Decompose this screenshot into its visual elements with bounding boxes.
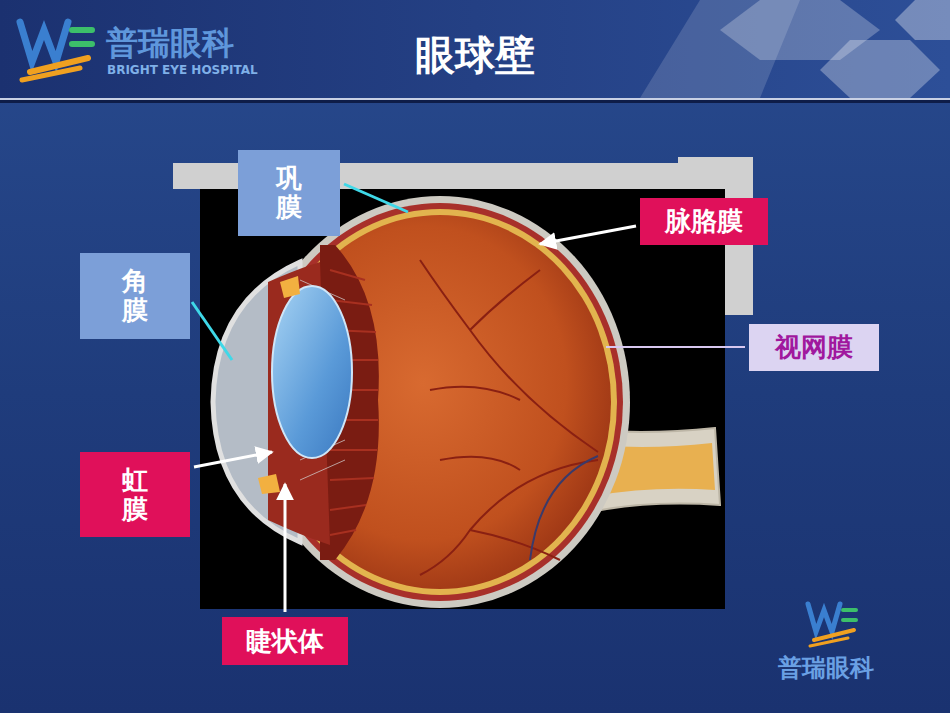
label-text: 角膜 xyxy=(122,267,148,324)
label-text: 脉胳膜 xyxy=(665,204,743,239)
label-text: 睫状体 xyxy=(246,624,324,659)
label-box: 脉胳膜 xyxy=(640,198,768,245)
label-box: 视网膜 xyxy=(749,324,879,371)
logo-icon xyxy=(20,22,92,80)
eye-illustration xyxy=(213,196,720,608)
leader-arrow xyxy=(540,226,636,244)
label-text: 视网膜 xyxy=(775,330,853,365)
leader-arrow xyxy=(284,484,287,612)
image-ground xyxy=(200,189,725,609)
logo-text: 普瑞眼科 xyxy=(106,22,234,66)
logo-icon xyxy=(808,604,856,646)
leader-line xyxy=(344,184,408,212)
label-box: 睫状体 xyxy=(222,617,348,665)
label-text: 虹膜 xyxy=(122,466,148,523)
leader-line xyxy=(606,346,745,348)
leader-arrow xyxy=(194,452,272,467)
logo-subtitle: BRIGHT EYE HOSPITAL xyxy=(107,63,258,77)
logo-text: 普瑞眼科 xyxy=(778,652,874,684)
label-box: 角膜 xyxy=(80,253,190,339)
label-text: 巩膜 xyxy=(276,164,302,221)
leader-line xyxy=(192,302,232,360)
label-box: 虹膜 xyxy=(80,452,190,537)
slide-title: 眼球壁 xyxy=(415,28,535,83)
label-box: 巩膜 xyxy=(238,150,340,236)
